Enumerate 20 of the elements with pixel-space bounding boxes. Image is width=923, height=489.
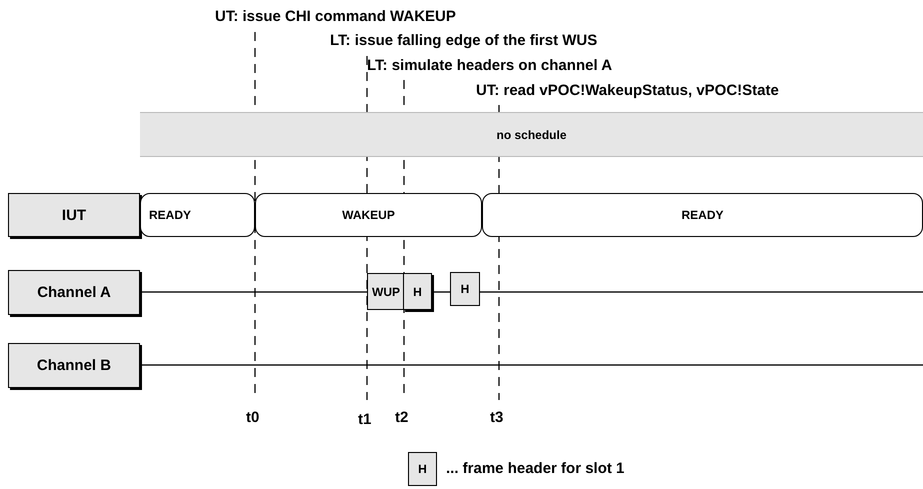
legend-text: ... frame header for slot 1 [446,460,624,477]
frame-box: WUP [367,273,405,310]
frame-box: H [408,452,437,486]
frame-box: H [403,273,432,310]
state-segment: READY [140,193,255,237]
time-label: t1 [358,411,372,428]
time-label: t3 [490,409,504,426]
row-label-box: IUT [8,193,140,237]
annotation-text: LT: simulate headers on channel A [367,57,612,74]
state-segment: WAKEUP [255,193,482,237]
state-segment: READY [482,193,923,237]
time-label: t0 [246,409,260,426]
row-label-box: Channel B [8,343,140,388]
annotation-text: LT: issue falling edge of the first WUS [330,32,598,49]
annotation-text: UT: issue CHI command WAKEUP [215,8,456,25]
schedule-band: no schedule [140,112,923,157]
annotation-text: UT: read vPOC!WakeupStatus, vPOC!State [476,82,779,99]
frame-box: H [450,272,480,306]
row-label-box: Channel A [8,270,140,315]
time-label: t2 [395,409,408,426]
